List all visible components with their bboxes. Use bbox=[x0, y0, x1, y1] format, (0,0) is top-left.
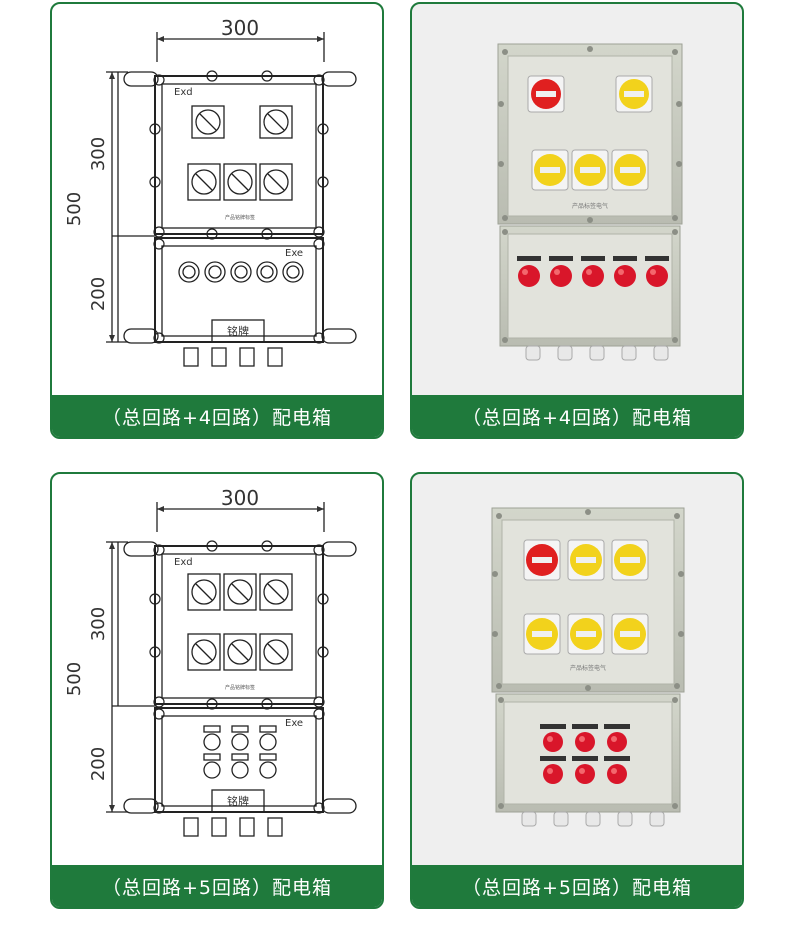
zone-exe-label: Exe bbox=[285, 718, 303, 729]
dim-bottom-height-label: 200 bbox=[88, 747, 109, 781]
product-caption: （总回路+5回路）配电箱 bbox=[52, 865, 382, 907]
dim-top-height-label: 300 bbox=[88, 137, 109, 171]
product-photo-4: 产品标签电气 bbox=[497, 43, 683, 361]
dimension-drawing-4: 300 500 300 200 Exd Exe 铭牌 产品铭牌标签 bbox=[64, 16, 357, 367]
dim-width-label: 300 bbox=[221, 486, 259, 510]
maker-label: 产品铭牌标签 bbox=[225, 214, 255, 221]
product-card-drawing-4[interactable]: 300 500 300 200 Exd Exe 铭牌 产品铭牌标签 （总回路+4… bbox=[50, 2, 384, 439]
zone-exe-label: Exe bbox=[285, 248, 303, 259]
product-photo-5: 产品标签电气 bbox=[491, 507, 685, 827]
dim-top-height-label: 300 bbox=[88, 607, 109, 641]
nameplate-label: 铭牌 bbox=[227, 794, 249, 808]
product-card-photo-5[interactable]: 产品标签电气 （总回路+5回路）配电箱 bbox=[410, 472, 744, 909]
dim-bottom-height-label: 200 bbox=[88, 277, 109, 311]
product-caption: （总回路+4回路）配电箱 bbox=[412, 395, 742, 437]
product-card-photo-4[interactable]: 产品标签电气 （总回路+4回路）配电箱 bbox=[410, 2, 744, 439]
product-card-drawing-5[interactable]: 300 500 300 200 Exd Exe 铭牌 产品铭牌标签 （总回路+5… bbox=[50, 472, 384, 909]
nameplate-label: 铭牌 bbox=[227, 324, 249, 338]
product-caption: （总回路+4回路）配电箱 bbox=[52, 395, 382, 437]
dimension-drawing-5: 300 500 300 200 Exd Exe 铭牌 产品铭牌标签 bbox=[64, 486, 357, 837]
dim-width-label: 300 bbox=[221, 16, 259, 40]
zone-exd-label: Exd bbox=[174, 87, 193, 98]
zone-exd-label: Exd bbox=[174, 557, 193, 568]
photo-maker-label: 产品标签电气 bbox=[570, 664, 606, 672]
dim-total-height-label: 500 bbox=[64, 662, 85, 696]
photo-maker-label: 产品标签电气 bbox=[572, 202, 608, 210]
maker-label: 产品铭牌标签 bbox=[225, 684, 255, 691]
product-caption: （总回路+5回路）配电箱 bbox=[412, 865, 742, 907]
dim-total-height-label: 500 bbox=[64, 192, 85, 226]
